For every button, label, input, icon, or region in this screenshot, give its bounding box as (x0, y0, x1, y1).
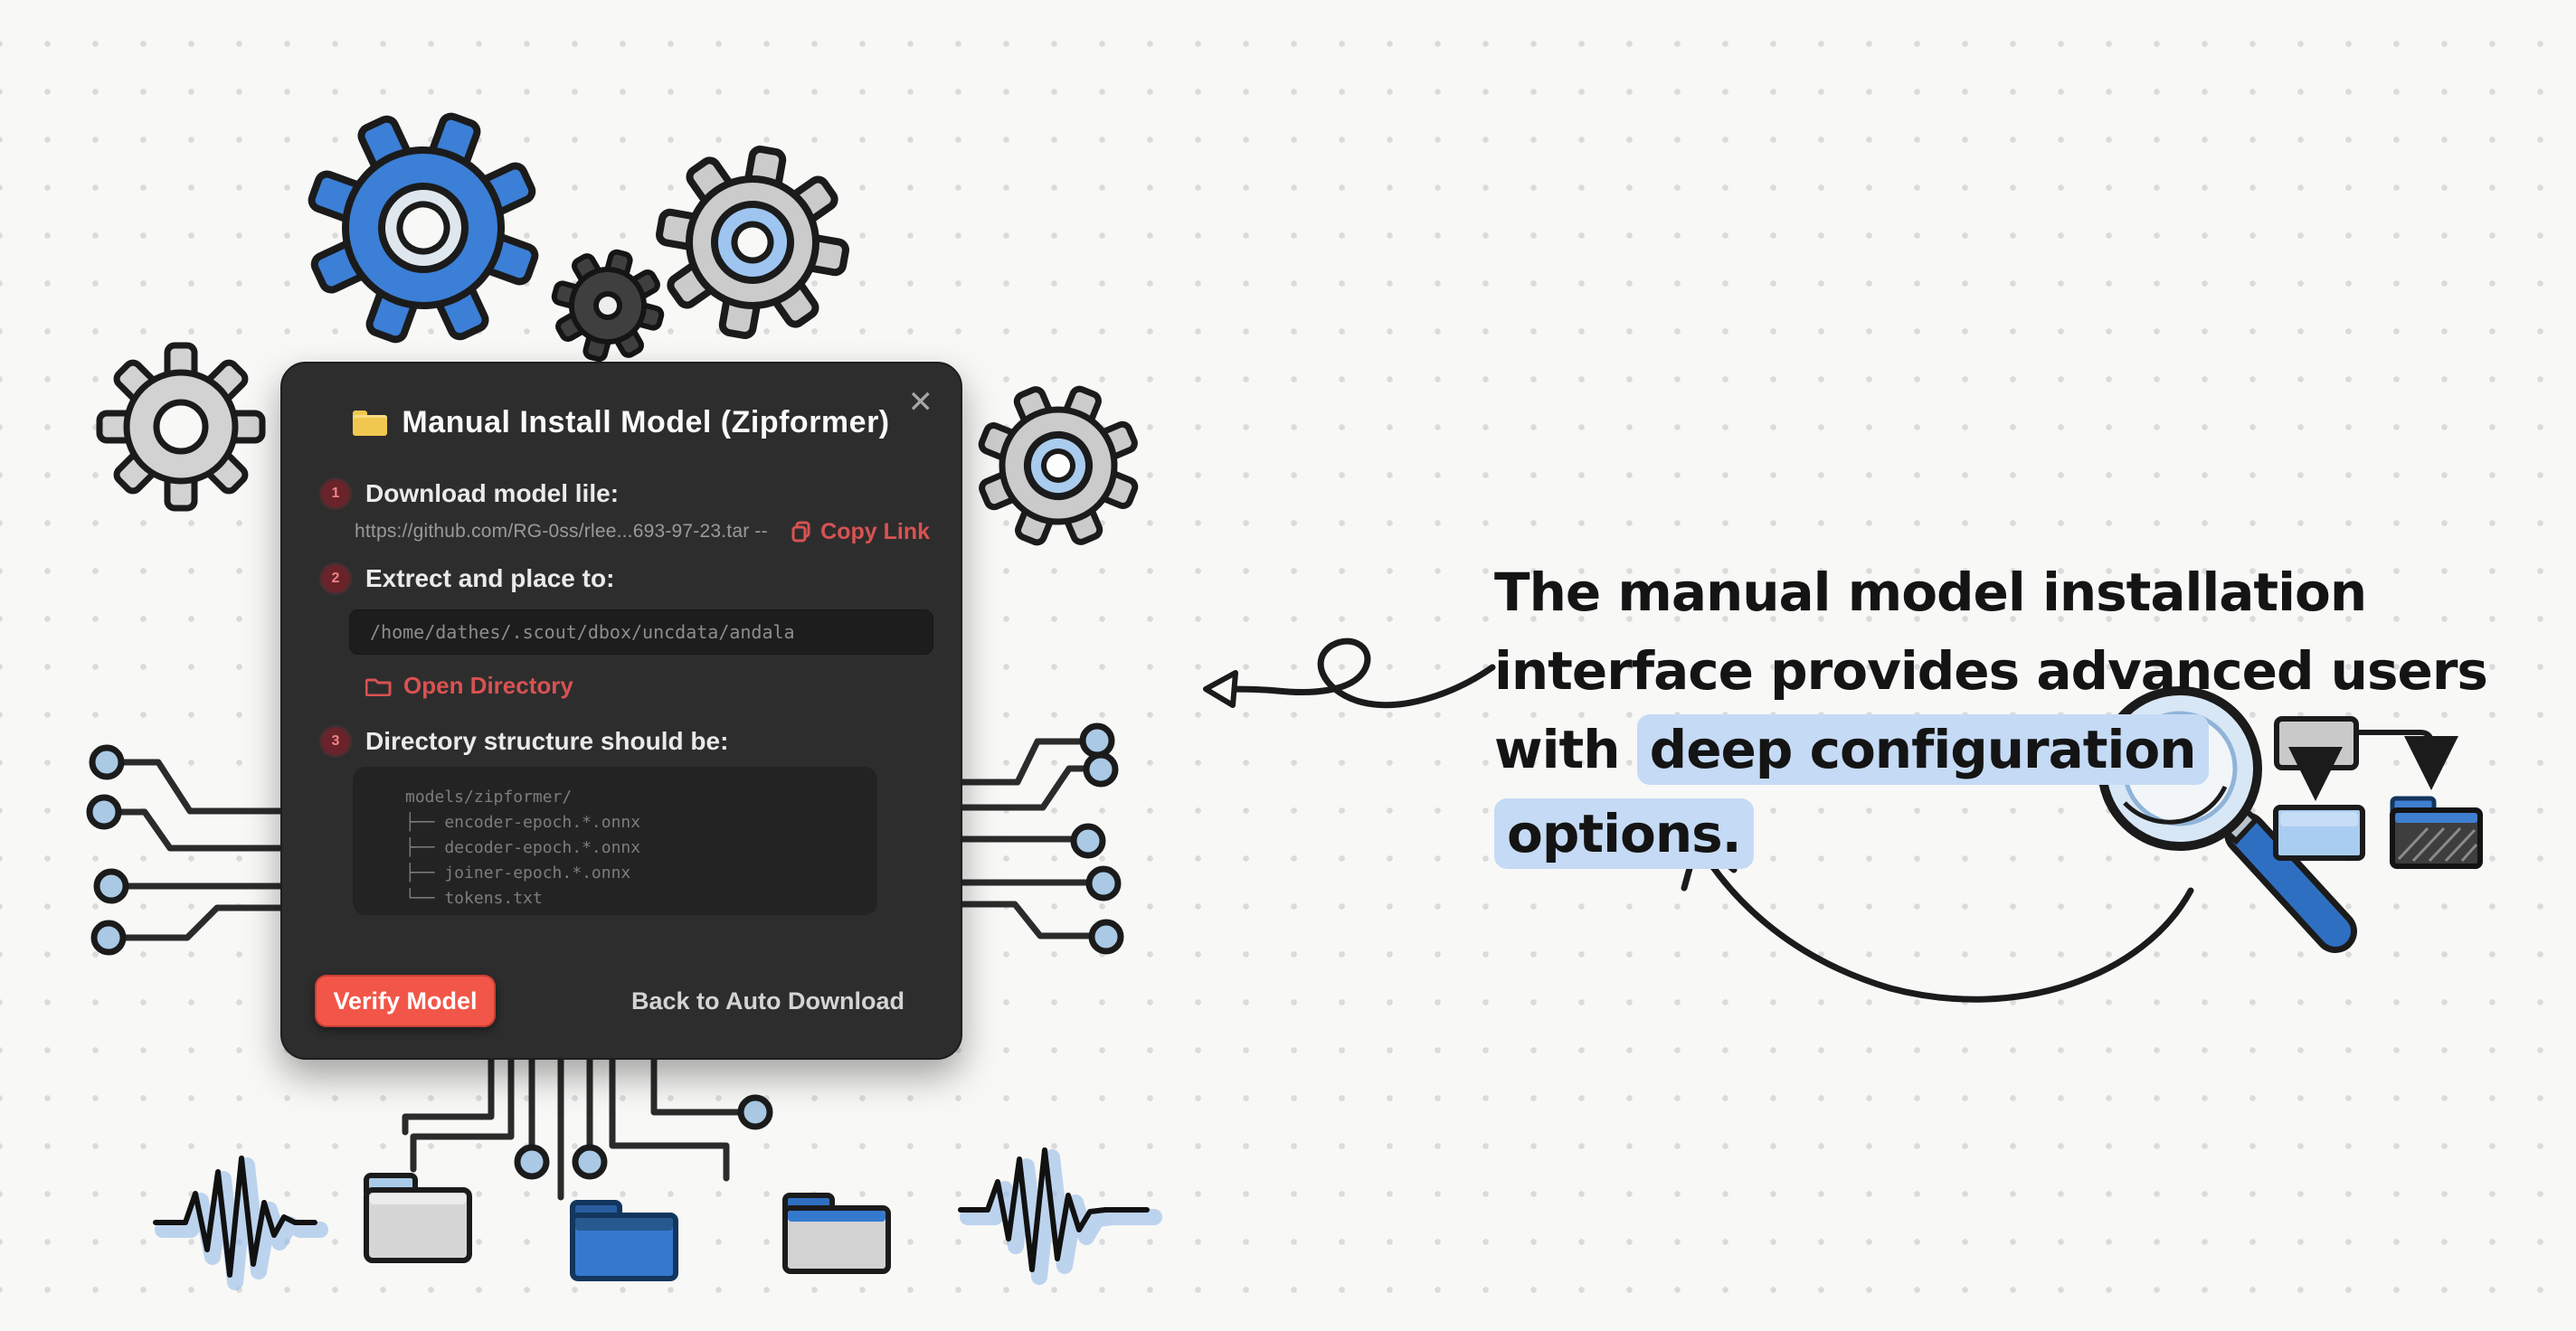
manual-install-dialog: ✕ Manual Install Model (Zipformer) 1 Dow… (280, 362, 962, 1060)
folder-blue-icon (570, 1200, 678, 1281)
folder-icon (353, 410, 388, 436)
dialog-title: Manual Install Model (Zipformer) (402, 405, 890, 439)
step-1: 1 Download model lile: (322, 474, 619, 514)
gear-blue-icon (308, 112, 539, 344)
directory-structure-block: models/zipformer/ ├── encoder-epoch.*.on… (353, 767, 877, 915)
gear-gray-blue-icon (656, 146, 849, 339)
tree-line: ├── decoder-epoch.*.onnx (405, 838, 641, 857)
step-3-label: Directory structure should be: (365, 727, 729, 755)
tree-line: ├── joiner-epoch.*.onnx (405, 864, 631, 883)
highlight-deep-configuration: deep configuration (1636, 714, 2209, 785)
verify-model-label: Verify Model (333, 986, 478, 1015)
step-3: 3 Directory structure should be: (322, 722, 728, 761)
open-directory-label: Open Directory (403, 671, 573, 699)
circuit-terminals-left (86, 744, 129, 956)
back-to-auto-download-label: Back to Auto Download (631, 986, 904, 1015)
caption-line-4: options. (1494, 795, 2487, 873)
back-to-auto-download-button[interactable]: Back to Auto Download (631, 975, 904, 1027)
caption-line-2: interface provides advanced users (1494, 640, 2488, 702)
download-url-row: https://github.com/RG-0ss/rlee...693-97-… (355, 512, 930, 552)
waveform-left-icon (153, 1156, 328, 1290)
circuit-traces-left (115, 759, 286, 941)
circuit-traces-right (953, 738, 1094, 939)
dialog-header: Manual Install Model (Zipformer) (282, 405, 961, 440)
highlight-options: options. (1494, 798, 1754, 869)
gear-left-gray-icon (96, 342, 266, 512)
gear-right-gray-blue-icon (978, 385, 1139, 546)
flowchart (2273, 716, 2483, 869)
caption-line-3: with deep configuration (1494, 711, 2487, 789)
step-1-badge: 1 (322, 480, 349, 507)
copy-link-button[interactable]: Copy Link (791, 519, 930, 545)
install-path-value: /home/dathes/.scout/dbox/uncdata/andala (370, 621, 795, 643)
flowchart-dark-folder-icon (2390, 796, 2483, 869)
tree-line: models/zipformer/ (405, 788, 573, 807)
step-2: 2 Extrect and place to: (322, 559, 614, 599)
waveform-right-icon (958, 1147, 1162, 1285)
tree-line: └── tokens.txt (405, 889, 543, 908)
circuit-traces-bottom (402, 1051, 743, 1201)
copy-link-label: Copy Link (820, 518, 930, 544)
download-url: https://github.com/RG-0ss/rlee...693-97-… (355, 521, 768, 542)
folder-gray-2-icon (782, 1193, 891, 1274)
tree-line: ├── encoder-epoch.*.onnx (405, 813, 641, 832)
install-path-input[interactable]: /home/dathes/.scout/dbox/uncdata/andala (349, 609, 933, 655)
folder-gray-1-icon (364, 1173, 472, 1263)
step-2-label: Extrect and place to: (365, 564, 615, 592)
step-1-label: Download model lile: (365, 479, 620, 507)
copy-icon (791, 521, 810, 542)
gear-small-dark-icon (551, 249, 665, 363)
caption-text: The manual model installation interface … (1494, 553, 2488, 873)
open-directory-button[interactable]: Open Directory (365, 666, 573, 705)
verify-model-button[interactable]: Verify Model (315, 975, 496, 1027)
step-3-badge: 3 (322, 728, 349, 755)
caption-line-1: The manual model installation (1494, 562, 2367, 623)
circuit-terminals-right (1070, 722, 1124, 955)
folder-outline-icon (365, 678, 392, 696)
squiggle-arrow (1203, 637, 1496, 709)
step-2-badge: 2 (322, 565, 349, 592)
close-icon[interactable]: ✕ (907, 384, 934, 420)
circuit-terminals-bottom (514, 1094, 773, 1180)
